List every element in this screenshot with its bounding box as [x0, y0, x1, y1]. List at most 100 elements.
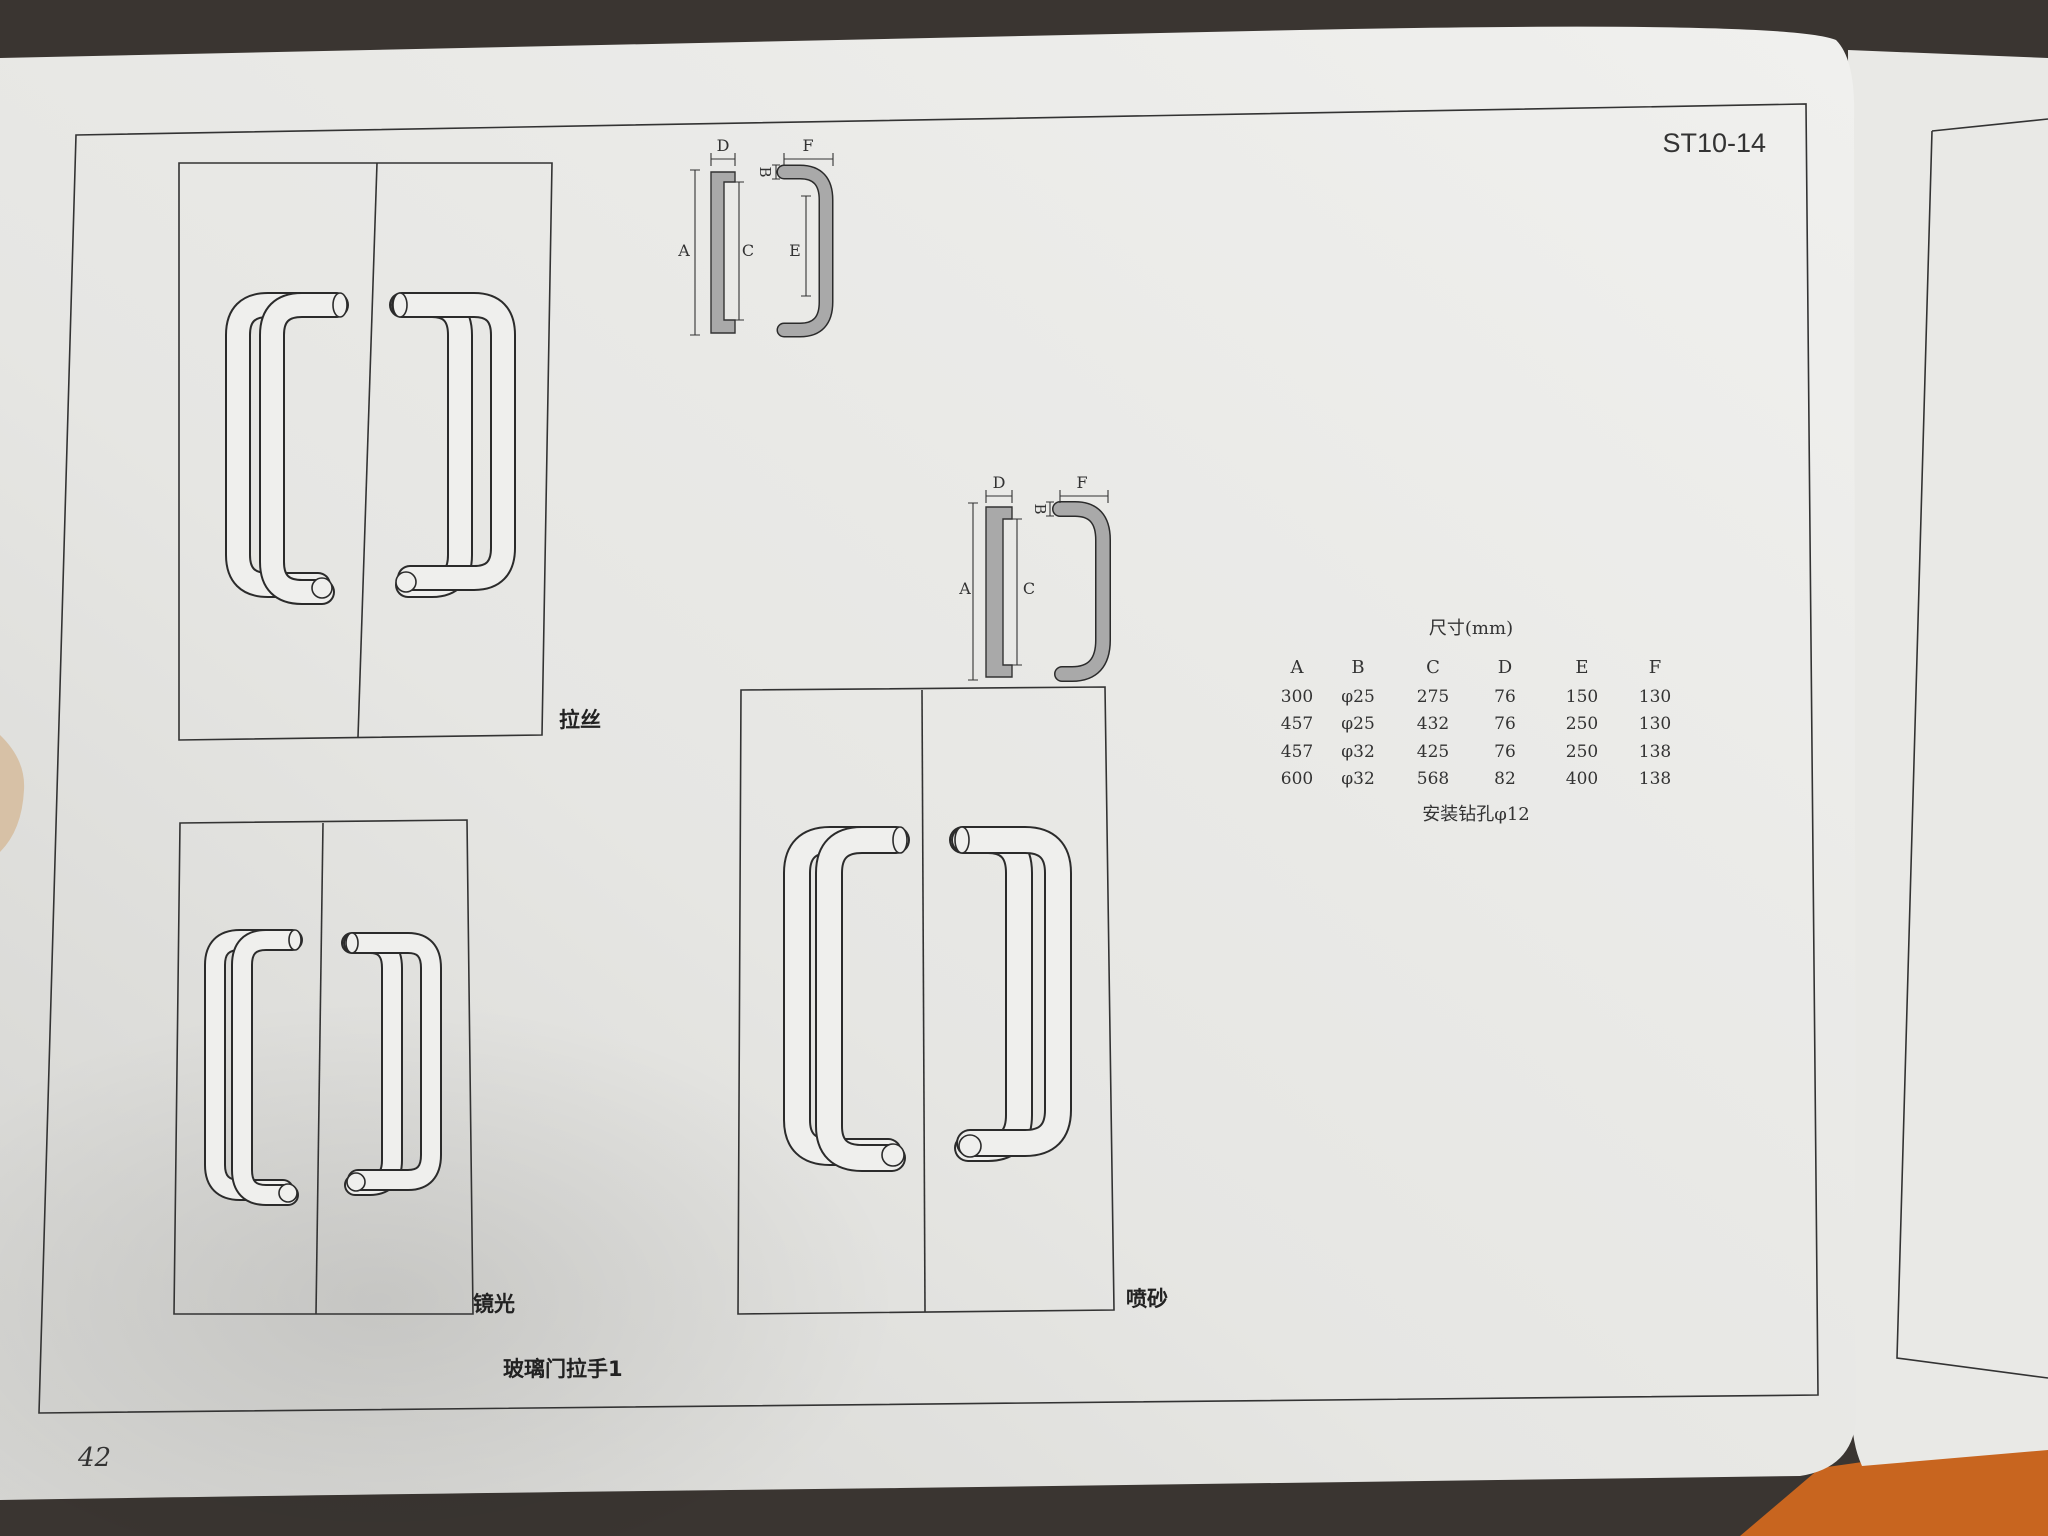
thumb: [0, 735, 25, 852]
table-cell: 138: [1639, 769, 1671, 789]
standoff: [958, 1134, 982, 1158]
table-cell: 130: [1639, 687, 1671, 707]
dim-label-f: F: [802, 136, 813, 155]
dim-label-a: A: [958, 579, 971, 598]
table-header-row: A B C D E F: [1290, 657, 1662, 678]
door-drawing-sandblast: 喷砂: [737, 686, 1168, 1315]
header-cell: F: [1649, 657, 1662, 678]
table-cell: 400: [1566, 769, 1598, 789]
door-drawing-mirror: 镜光: [173, 819, 515, 1316]
door-handle-left: [215, 930, 301, 1202]
header-cell: E: [1575, 657, 1588, 678]
table-cell: 275: [1417, 687, 1449, 707]
door-handle-right: [393, 293, 503, 592]
dim-line-b: [1046, 501, 1054, 517]
table-cell: 432: [1417, 714, 1449, 734]
dim-label-d: D: [717, 136, 730, 155]
door-divider: [315, 822, 324, 1315]
table-row: 457 φ25 432 76 250 130: [1281, 714, 1671, 734]
table-cell: 457: [1281, 714, 1313, 734]
dim-label-b: B: [1031, 503, 1049, 514]
door-divider: [357, 162, 378, 738]
standoff: [345, 932, 359, 954]
dim-line-d: [985, 490, 1013, 503]
table-row: 600 φ32 568 82 400 138: [1281, 769, 1671, 789]
standoff: [392, 292, 408, 318]
door-handle-right: [955, 827, 1058, 1157]
table-cell: φ25: [1341, 687, 1375, 707]
table-cell: φ25: [1341, 714, 1375, 734]
table-cell: φ32: [1341, 769, 1375, 789]
dim-line-a: [968, 502, 978, 681]
table-title: 尺寸(mm): [1429, 618, 1513, 639]
table-cell: 250: [1566, 714, 1598, 734]
standoff: [954, 826, 970, 854]
standoff: [881, 1143, 905, 1167]
installation-note: 安装钻孔φ12: [1422, 804, 1530, 825]
table-cell: 600: [1281, 769, 1313, 789]
table-cell: 457: [1281, 742, 1313, 762]
dim-line-e: [801, 195, 811, 297]
right-page-border: [1896, 118, 2048, 1379]
dimensions-table: 尺寸(mm) A B C D E F 300 φ25 275 76 150 13…: [1281, 618, 1671, 825]
table-cell: 130: [1639, 714, 1671, 734]
dim-line-a: [690, 169, 700, 336]
dim-line-f: [783, 153, 834, 166]
finish-label: 拉丝: [559, 708, 601, 732]
page-border: [38, 103, 1819, 1414]
table-cell: 300: [1281, 687, 1313, 707]
dim-line-b: [772, 164, 780, 180]
door-drawing-brushed: 拉丝: [178, 162, 601, 741]
door-frame: [173, 819, 474, 1315]
standoff: [395, 571, 417, 593]
dim-line-f: [1059, 490, 1109, 503]
dimension-diagram-2: A C D F B: [958, 473, 1108, 680]
finish-label: 喷砂: [1126, 1287, 1168, 1311]
standoff: [892, 826, 908, 854]
table-cell: 76: [1494, 742, 1516, 762]
standoff: [311, 577, 333, 599]
header-cell: C: [1426, 657, 1440, 678]
table-cell: 425: [1417, 742, 1449, 762]
table-cell: 568: [1417, 769, 1449, 789]
door-handle-right: [346, 933, 431, 1191]
orange-cloth: [1740, 1436, 2048, 1536]
dim-label-d: D: [993, 473, 1006, 492]
dim-line-d: [710, 153, 736, 166]
product-code: ST10-14: [1662, 128, 1766, 158]
dimension-diagram-1: A C D F B E: [677, 136, 834, 336]
door-frame: [178, 162, 553, 741]
dim-label-f: F: [1076, 473, 1087, 492]
table-row: 457 φ32 425 76 250 138: [1281, 742, 1671, 762]
header-cell: D: [1498, 657, 1512, 678]
standoff: [346, 1172, 366, 1192]
table-cell: 138: [1639, 742, 1671, 762]
page-caption: 玻璃门拉手1: [503, 1357, 623, 1381]
handle-side-profile: [985, 506, 1013, 678]
header-cell: A: [1290, 657, 1305, 678]
table-cell: 76: [1494, 714, 1516, 734]
handle-side-profile: [710, 171, 736, 334]
finish-label: 镜光: [473, 1292, 515, 1316]
table-cell: φ32: [1341, 742, 1375, 762]
table-cell: 76: [1494, 687, 1516, 707]
dim-label-c: C: [742, 241, 754, 260]
standoff: [332, 292, 348, 318]
table-cell: 82: [1494, 769, 1516, 789]
standoff: [288, 929, 302, 951]
table-cell: 250: [1566, 742, 1598, 762]
dim-line-c: [734, 181, 744, 321]
dim-label-c: C: [1023, 579, 1035, 598]
dim-line-c: [1012, 518, 1022, 666]
table-cell: 150: [1566, 687, 1598, 707]
right-page: [1848, 50, 2048, 1466]
table-row: 300 φ25 275 76 150 130: [1281, 687, 1671, 707]
dim-label-a: A: [677, 241, 690, 260]
door-handle-left: [797, 827, 907, 1166]
page-number: 42: [77, 1443, 111, 1473]
door-divider: [921, 689, 926, 1313]
dim-label-e: E: [789, 241, 801, 260]
door-frame: [737, 686, 1115, 1315]
header-cell: B: [1351, 657, 1364, 678]
